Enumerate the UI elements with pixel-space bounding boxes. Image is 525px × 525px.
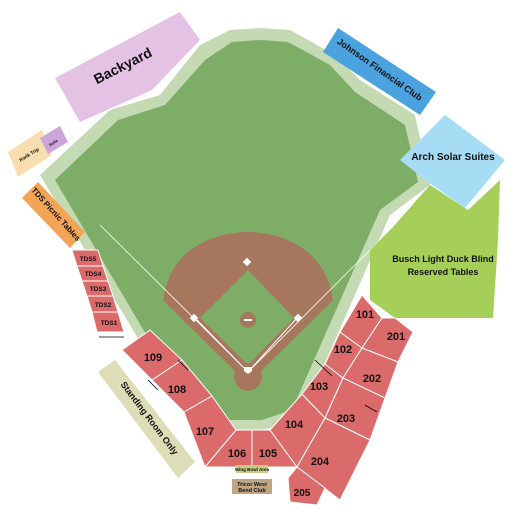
section-204[interactable]: 204 [296,417,371,501]
section-105-label: 105 [259,448,277,460]
section-102-label: 102 [334,344,352,356]
section-203[interactable]: 203 [324,377,386,441]
section-109-label: 109 [144,352,162,364]
aisle-mark [364,404,378,413]
section-104-label: 104 [285,419,304,431]
section-101[interactable]: 101 [339,294,383,349]
busch-label-line2: Reserved Tables [408,267,479,277]
section-106-label: 106 [228,448,246,460]
kwik-trip-area[interactable]: Kwik Trip [8,130,52,177]
third-base-path [194,317,249,373]
right-foul-line [247,239,381,373]
purple-suite-label: Suite [48,138,60,148]
home-plate-area [234,363,262,391]
section-204-label: 204 [311,456,330,468]
section-103[interactable]: 103 [301,363,344,419]
tricor-label-line1: Tricor West [237,482,267,488]
home-plate [244,367,252,374]
second-base [242,257,252,267]
purple-suite-area[interactable]: Suite [40,126,68,154]
section-103-label: 103 [310,381,328,393]
section-tds3-label: TDS3 [90,286,107,293]
section-203-label: 203 [337,413,355,425]
first-base-path [247,317,298,373]
aisle-mark [177,359,189,371]
section-tds4-label: TDS4 [85,271,102,278]
section-205-label: 205 [294,488,311,499]
section-201-label: 201 [387,331,405,343]
tricor-label-line2: Bend Club [238,488,266,494]
first-base [293,313,303,323]
busch-light-duck-blind[interactable]: Busch Light Duck Blind Reserved Tables [370,180,500,318]
section-tds4[interactable]: TDS4 [76,265,109,282]
section-107[interactable]: 107 [183,395,237,468]
aisle-mark [147,379,159,391]
section-tds5-label: TDS5 [80,256,97,263]
section-108-label: 108 [168,384,186,396]
section-tds1[interactable]: TDS1 [91,311,125,333]
section-106[interactable]: 106 [203,429,253,468]
section-205[interactable]: 205 [287,466,326,506]
wing-bowl-area[interactable]: Wing Bowl Area [235,465,270,473]
section-tds1-label: TDS1 [101,320,118,327]
wing-bowl-label: Wing Bowl Area [235,467,270,472]
section-tds2-label: TDS2 [95,302,112,309]
arch-suites-label: Arch Solar Suites [411,152,495,163]
section-201[interactable]: 201 [361,317,414,363]
section-202-label: 202 [363,373,381,385]
busch-label-line1: Busch Light Duck Blind [392,254,494,264]
third-base [189,313,199,323]
section-107-label: 107 [196,426,214,438]
section-101-label: 101 [356,309,374,321]
tricor-west-bend-club[interactable]: Tricor West Bend Club [232,479,272,494]
pitching-rubber [244,319,252,321]
aisle-mark [314,359,333,377]
section-tds2[interactable]: TDS2 [86,295,119,313]
outfield-grass [55,40,418,420]
section-tds5[interactable]: TDS5 [71,249,104,267]
section-tds3[interactable]: TDS3 [81,280,114,297]
arch-solar-suites[interactable]: Arch Solar Suites [400,115,505,208]
